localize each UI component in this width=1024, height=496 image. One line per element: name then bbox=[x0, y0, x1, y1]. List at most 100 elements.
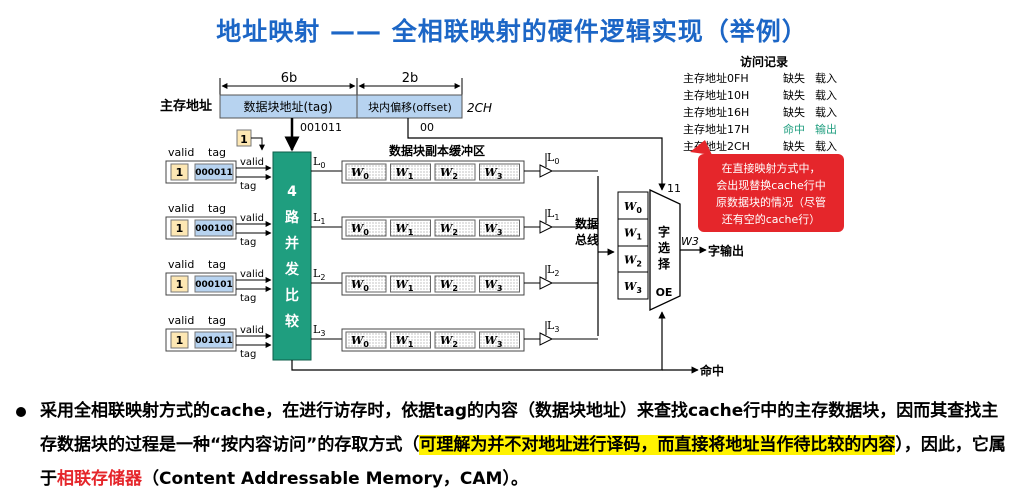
tag-wire-label: tag bbox=[240, 181, 256, 192]
tristate-gate bbox=[539, 220, 554, 234]
gate-enable-label: L0 bbox=[547, 151, 559, 166]
offset-field-label: 块内偏移(offset) bbox=[368, 100, 452, 114]
word-cell bbox=[479, 331, 520, 349]
word-label: W3 bbox=[485, 278, 503, 293]
bullet-dot-icon bbox=[16, 407, 26, 417]
address-label: 主存地址 bbox=[160, 98, 212, 114]
word-label: W0 bbox=[351, 278, 369, 293]
callout-line-2: 会出现替换cache行中 bbox=[716, 178, 826, 192]
tag-box bbox=[194, 275, 234, 293]
tag-header: tag bbox=[208, 314, 226, 327]
selector-char-2: 选 bbox=[658, 240, 670, 255]
line-select-label: L2 bbox=[313, 267, 325, 282]
word-cell bbox=[390, 219, 431, 237]
data-bus-label-1: 数据 bbox=[575, 216, 599, 231]
entry-frame bbox=[165, 272, 237, 296]
record-result: 缺失 bbox=[783, 88, 805, 102]
word-label: W2 bbox=[440, 166, 458, 181]
tag-bits: 001011 bbox=[300, 121, 342, 134]
record-address: 主存地址0FH bbox=[683, 71, 749, 85]
line-select-label: L1 bbox=[313, 211, 325, 226]
bullet-cam-term: 相联存储器 bbox=[57, 469, 142, 489]
word-cell bbox=[390, 275, 431, 293]
page-title: 地址映射 —— 全相联映射的硬件逻辑实现（举例） bbox=[216, 17, 808, 46]
comparator-char: 较 bbox=[285, 313, 299, 330]
offset-bits: 00 bbox=[420, 121, 434, 134]
word-label: W0 bbox=[351, 166, 369, 181]
tag-wire-label: tag bbox=[240, 237, 256, 248]
cam-diagram: 主存地址 6b 2b 数据块地址(tag) 块内偏移(offset) 2CH 0… bbox=[160, 54, 844, 378]
callout-line-3: 原数据块的情况（尽管 bbox=[716, 195, 826, 209]
address-value: 2CH bbox=[467, 101, 492, 115]
callout-line-4: 还有空的cache行） bbox=[722, 212, 821, 226]
record-result: 缺失 bbox=[783, 71, 805, 85]
tag-value: 000011 bbox=[195, 168, 233, 178]
word-cell bbox=[434, 331, 476, 349]
record-address: 主存地址17H bbox=[683, 122, 749, 136]
valid-bit: 1 bbox=[176, 166, 184, 179]
word-label: W2 bbox=[440, 334, 458, 349]
tristate-gate bbox=[539, 276, 554, 290]
word-label: W3 bbox=[485, 334, 503, 349]
record-result: 缺失 bbox=[783, 139, 805, 153]
bullet-part-3: （Content Addressable Memory，CAM）。 bbox=[142, 469, 528, 489]
word-cell bbox=[434, 163, 476, 181]
valid-wire-label: valid bbox=[240, 325, 264, 336]
tag-value: 000101 bbox=[195, 280, 233, 290]
word-cell bbox=[479, 219, 520, 237]
word-label: W2 bbox=[440, 278, 458, 293]
word-cell bbox=[479, 163, 520, 181]
bullet-part-2: ），因此，它属于 bbox=[40, 435, 1006, 489]
gate-enable-label: L2 bbox=[547, 263, 559, 278]
bullet-part-1: 采用全相联映射方式的cache，在进行访存时，依据tag的内容（数据块地址）来查… bbox=[40, 401, 999, 455]
word-cell bbox=[345, 163, 387, 181]
tag-header: tag bbox=[208, 258, 226, 271]
tristate-gate bbox=[539, 164, 554, 178]
record-address: 主存地址10H bbox=[683, 88, 749, 102]
tag-field-label: 数据块地址(tag) bbox=[243, 99, 332, 114]
word-label: W1 bbox=[396, 278, 414, 293]
word-cell bbox=[390, 163, 431, 181]
data-block bbox=[341, 328, 525, 352]
word-cell bbox=[434, 219, 476, 237]
tag-box bbox=[194, 219, 234, 237]
data-bus-label-2: 总线 bbox=[575, 232, 599, 247]
record-result: 缺失 bbox=[783, 105, 805, 119]
hit-label: 命中 bbox=[699, 363, 724, 378]
valid-bit: 1 bbox=[176, 222, 184, 235]
entry-frame bbox=[165, 216, 237, 240]
selector-char-1: 字 bbox=[658, 224, 670, 239]
valid-bit-box bbox=[170, 331, 189, 349]
entry-frame bbox=[165, 160, 237, 184]
word-cell bbox=[345, 331, 387, 349]
select-bits: 11 bbox=[667, 182, 681, 195]
selector-input-word: W2 bbox=[624, 253, 642, 268]
entry-frame bbox=[165, 328, 237, 352]
word-label: W1 bbox=[396, 334, 414, 349]
valid-bit-box bbox=[170, 275, 189, 293]
buffer-title: 数据块副本缓冲区 bbox=[389, 143, 485, 158]
tag-value: 001011 bbox=[195, 336, 233, 346]
tag-header: tag bbox=[208, 146, 226, 159]
data-block bbox=[341, 272, 525, 296]
callout: 在直接映射方式中， 会出现替换cache行中 原数据块的情况（尽管 还有空的ca… bbox=[690, 140, 844, 232]
word-label: W3 bbox=[485, 222, 503, 237]
output-label: 字输出 bbox=[708, 243, 744, 258]
hit-line bbox=[291, 311, 666, 371]
word-label: W3 bbox=[485, 166, 503, 181]
address-register: 主存地址 6b 2b 数据块地址(tag) 块内偏移(offset) 2CH 0… bbox=[160, 71, 492, 134]
record-action: 载入 bbox=[815, 106, 837, 119]
valid-wire-label: valid bbox=[240, 269, 264, 280]
tag-box bbox=[194, 163, 234, 181]
word-cell bbox=[345, 275, 387, 293]
tristate-gate bbox=[539, 332, 554, 346]
line-select-label: L3 bbox=[313, 323, 325, 338]
valid-bit: 1 bbox=[176, 278, 184, 291]
